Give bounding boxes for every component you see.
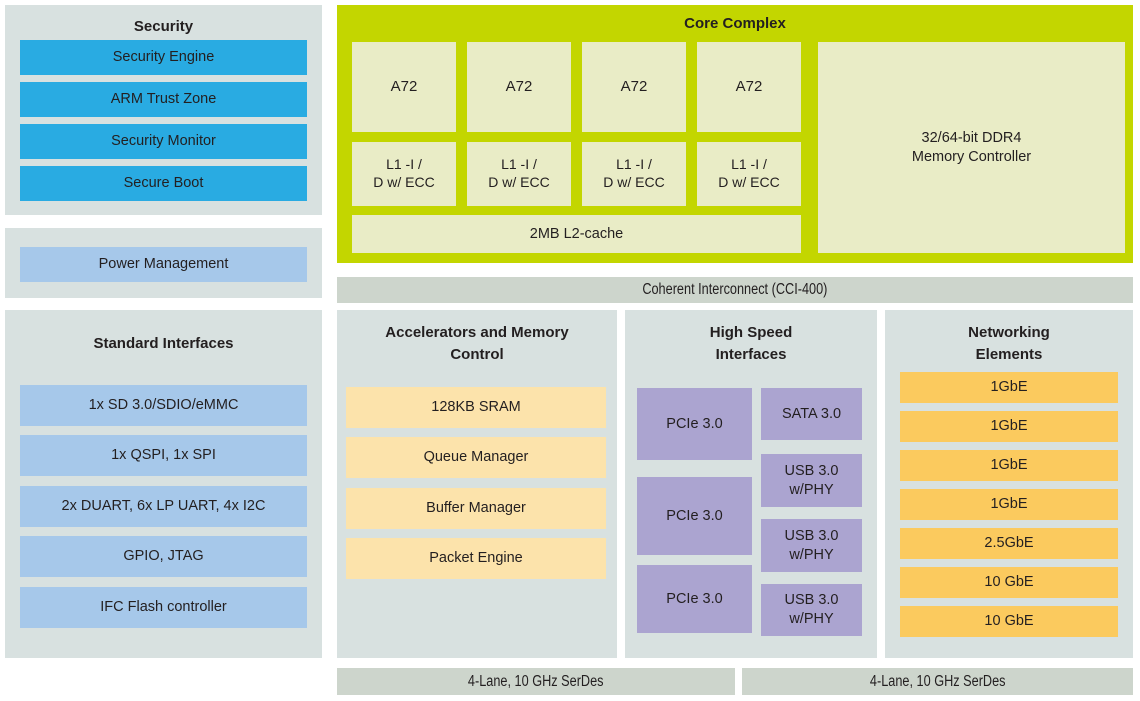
sata-box: SATA 3.0 [761, 388, 862, 440]
arm-trust-zone-bar: ARM Trust Zone [20, 82, 307, 117]
gbe-bar: 1GbE [900, 450, 1118, 481]
serdes-bar-left: 4-Lane, 10 GHz SerDes [337, 668, 735, 695]
coherent-interconnect-bar: Coherent Interconnect (CCI-400) [337, 277, 1133, 303]
l1-cache-box: L1 -I / D w/ ECC [697, 142, 801, 206]
sd-sdio-emmc-bar: 1x SD 3.0/SDIO/eMMC [20, 385, 307, 426]
high-speed-interfaces-panel: High Speed Interfaces PCIe 3.0 PCIe 3.0 … [625, 310, 877, 658]
pcie-box: PCIe 3.0 [637, 565, 752, 633]
usb-phy-box: USB 3.0 w/PHY [761, 519, 862, 572]
gbe-bar: 10 GbE [900, 606, 1118, 637]
core-complex-block: Core Complex A72 A72 A72 A72 L1 -I / D w… [337, 5, 1133, 263]
ifc-flash-controller-bar: IFC Flash controller [20, 587, 307, 628]
serdes-left-label: 4-Lane, 10 GHz SerDes [468, 672, 604, 690]
serdes-bar-right: 4-Lane, 10 GHz SerDes [742, 668, 1133, 695]
security-panel: Security Security Engine ARM Trust Zone … [5, 5, 322, 215]
security-monitor-bar: Security Monitor [20, 124, 307, 159]
gbe-bar: 2.5GbE [900, 528, 1118, 559]
accelerators-title: Accelerators and Memory Control [385, 324, 569, 363]
queue-manager-bar: Queue Manager [346, 437, 606, 478]
coherent-interconnect-label: Coherent Interconnect (CCI-400) [642, 281, 828, 298]
standard-interfaces-panel: Standard Interfaces 1x SD 3.0/SDIO/eMMC … [5, 310, 322, 658]
security-engine-bar: Security Engine [20, 40, 307, 75]
gbe-bar: 1GbE [900, 372, 1118, 403]
high-speed-interfaces-title: High Speed Interfaces [709, 324, 793, 363]
usb-phy-box: USB 3.0 w/PHY [761, 454, 862, 507]
l1-cache-box: L1 -I / D w/ ECC [582, 142, 686, 206]
a72-core-box: A72 [352, 42, 456, 132]
a72-core-box: A72 [467, 42, 571, 132]
gbe-bar: 10 GbE [900, 567, 1118, 598]
packet-engine-bar: Packet Engine [346, 538, 606, 579]
networking-elements-title: Networking Elements [968, 324, 1050, 363]
a72-core-box: A72 [697, 42, 801, 132]
serdes-right-label: 4-Lane, 10 GHz SerDes [869, 672, 1006, 690]
gbe-bar: 1GbE [900, 489, 1118, 520]
sram-bar: 128KB SRAM [346, 387, 606, 428]
standard-interfaces-title: Standard Interfaces [93, 335, 234, 352]
power-management-bar: Power Management [20, 247, 307, 282]
usb-phy-box: USB 3.0 w/PHY [761, 584, 862, 636]
a72-core-box: A72 [582, 42, 686, 132]
power-management-panel: Power Management [5, 228, 322, 298]
gpio-jtag-bar: GPIO, JTAG [20, 536, 307, 577]
accelerators-panel: Accelerators and Memory Control 128KB SR… [337, 310, 617, 658]
gbe-bar: 1GbE [900, 411, 1118, 442]
duart-uart-i2c-bar: 2x DUART, 6x LP UART, 4x I2C [20, 486, 307, 527]
ddr4-memory-controller-box: 32/64-bit DDR4 Memory Controller [818, 42, 1125, 253]
pcie-box: PCIe 3.0 [637, 477, 752, 555]
networking-elements-panel: Networking Elements 1GbE 1GbE 1GbE 1GbE … [885, 310, 1133, 658]
l2-cache-bar: 2MB L2-cache [352, 215, 801, 253]
core-complex-title: Core Complex [684, 15, 786, 32]
pcie-box: PCIe 3.0 [637, 388, 752, 460]
l1-cache-box: L1 -I / D w/ ECC [352, 142, 456, 206]
secure-boot-bar: Secure Boot [20, 166, 307, 201]
buffer-manager-bar: Buffer Manager [346, 488, 606, 529]
l1-cache-box: L1 -I / D w/ ECC [467, 142, 571, 206]
security-title: Security [133, 18, 194, 35]
qspi-spi-bar: 1x QSPI, 1x SPI [20, 435, 307, 476]
